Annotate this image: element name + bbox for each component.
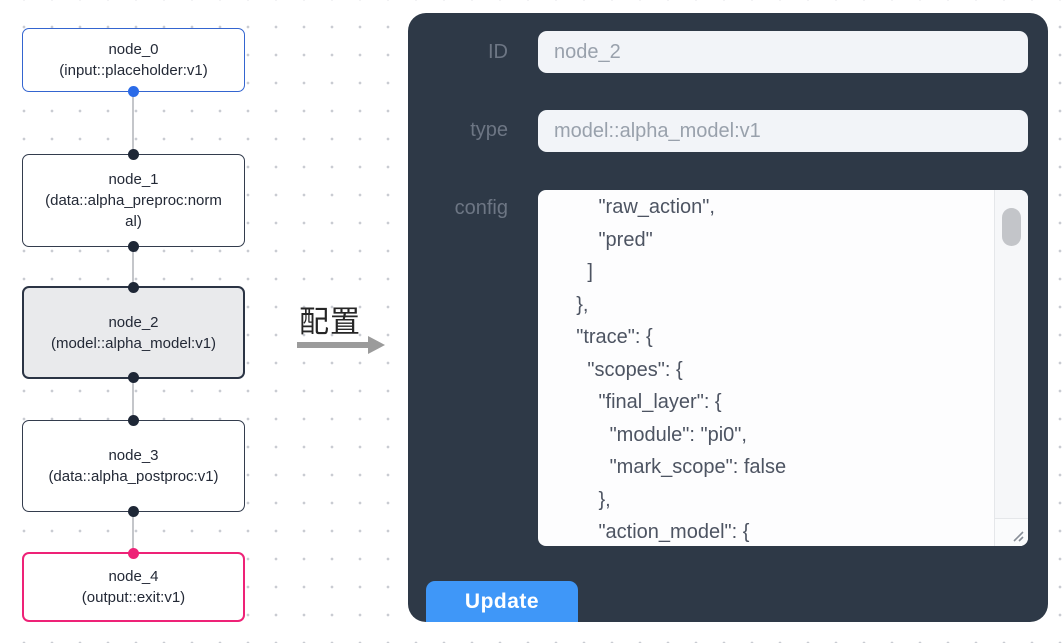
input-port[interactable] — [128, 415, 139, 426]
configure-annotation-label: 配置 — [299, 306, 361, 339]
edge-node0-node1 — [132, 92, 134, 154]
config-field-label: config — [454, 197, 508, 219]
edge-node3-node4 — [132, 512, 134, 552]
type-input[interactable]: model::alpha_model:v1 — [538, 110, 1028, 152]
output-port[interactable] — [128, 86, 139, 97]
edge-node1-node2 — [132, 247, 134, 286]
node-subtitle: (input::placeholder:v1) — [59, 62, 208, 79]
node-title: node_0 — [108, 41, 159, 58]
output-port[interactable] — [128, 241, 139, 252]
input-port[interactable] — [128, 149, 139, 160]
graph-node-node_3[interactable]: node_3 (data::alpha_postproc:v1) — [22, 415, 245, 517]
edge-node2-node3 — [132, 379, 134, 420]
graph-node-node_1[interactable]: node_1 (data::alpha_preproc:normal) — [22, 149, 245, 252]
node-subtitle: (data::alpha_postproc:v1) — [48, 468, 219, 485]
graph-node-node_2-selected[interactable]: node_2 (model::alpha_model:v1) — [22, 282, 245, 383]
node-config-panel: ID node_2 type model::alpha_model:v1 con… — [408, 13, 1048, 622]
config-json-text[interactable]: "raw_action", "pred" ] }, "trace": { "sc… — [576, 196, 787, 543]
scrollbar-track[interactable] — [994, 190, 1028, 531]
id-field-label: ID — [488, 41, 508, 63]
graph-node-node_4[interactable]: node_4 (output::exit:v1) — [22, 548, 245, 622]
node-title: node_1 — [108, 171, 159, 188]
node-title: node_2 — [108, 313, 159, 331]
node-subtitle: (output::exit:v1) — [81, 589, 186, 606]
id-input[interactable]: node_2 — [538, 31, 1028, 73]
update-button[interactable]: Update — [426, 581, 578, 622]
node-title: node_4 — [108, 568, 159, 585]
output-port[interactable] — [128, 372, 139, 383]
input-port[interactable] — [128, 282, 139, 293]
scrollbar-thumb[interactable] — [1002, 208, 1021, 246]
output-port[interactable] — [128, 506, 139, 517]
resize-handle-icon[interactable] — [1010, 528, 1025, 543]
node-subtitle: (data::alpha_preproc:normal) — [45, 192, 222, 230]
graph-node-node_0[interactable]: node_0 (input::placeholder:v1) — [22, 28, 245, 97]
config-textarea[interactable]: "raw_action", "pred" ] }, "trace": { "sc… — [538, 190, 1028, 546]
input-port[interactable] — [128, 548, 139, 559]
node-title: node_3 — [108, 447, 159, 464]
node-subtitle: (model::alpha_model:v1) — [50, 334, 217, 352]
type-field-label: type — [470, 119, 508, 141]
textarea-corner — [994, 518, 1028, 546]
